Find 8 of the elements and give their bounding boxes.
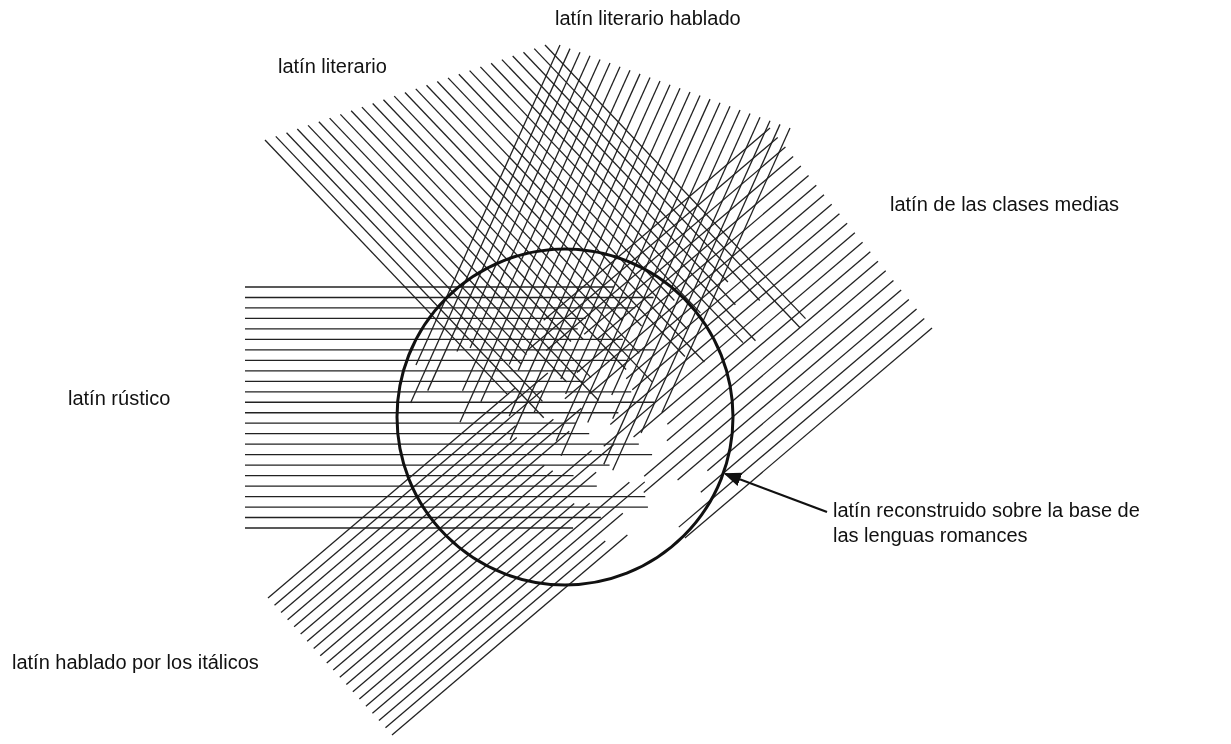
band-label: latín rústico: [68, 386, 171, 411]
band-label: latín literario: [278, 54, 387, 79]
circle-outline: [395, 247, 735, 587]
band-label: latín literario hablado: [555, 6, 741, 31]
annotation-text: latín reconstruido sobre la base de las lenguas romances: [833, 498, 1163, 548]
band-label: latín hablado por los itálicos: [12, 650, 259, 675]
arrow: [723, 472, 828, 514]
band-label: latín de las clases medias: [890, 192, 1119, 217]
